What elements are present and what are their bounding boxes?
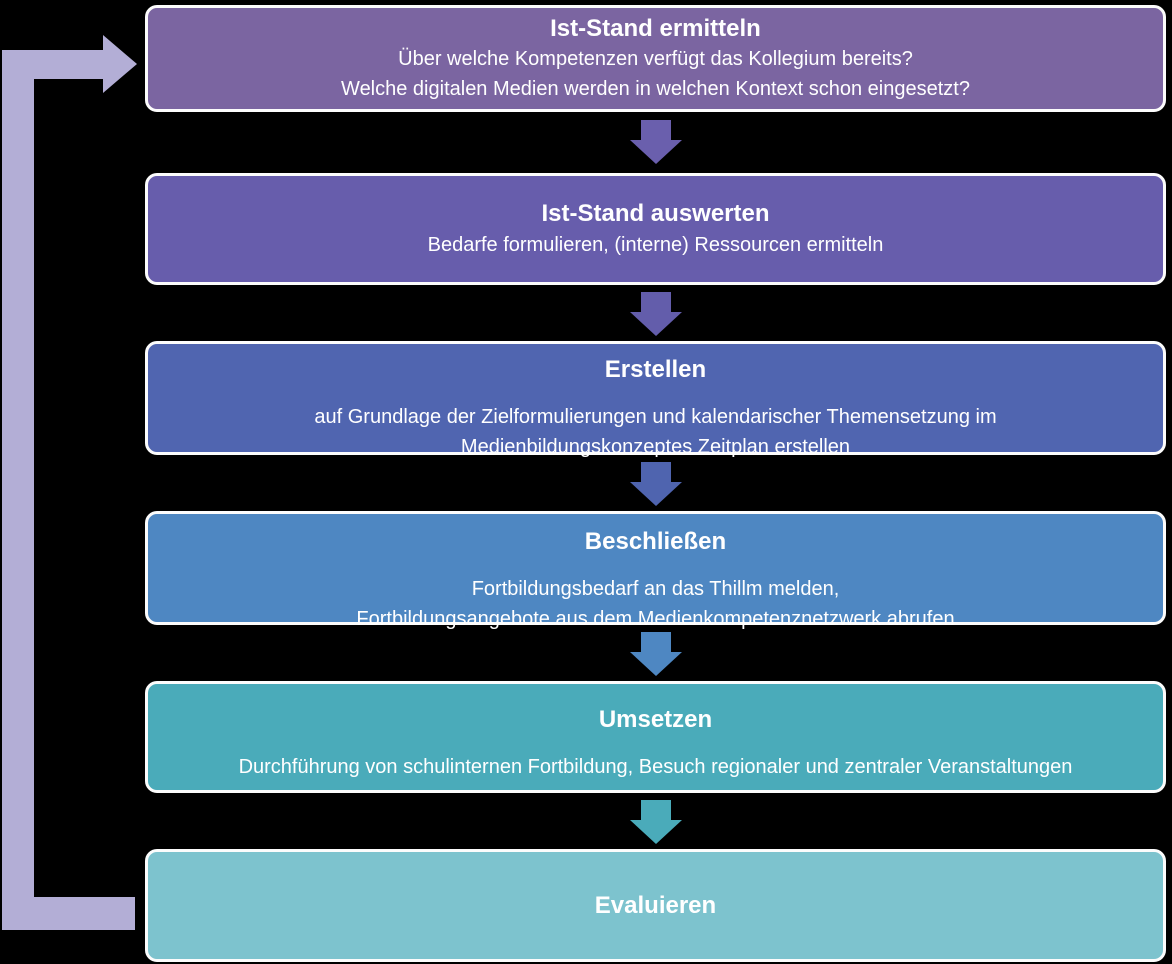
step-description: Bedarfe formulieren, (interne) Ressource… (148, 230, 1163, 260)
step-title: Evaluieren (594, 891, 717, 919)
step-description-line: Fortbildungsangebote aus dem Medienkompe… (356, 608, 955, 630)
step-title: Ist-Stand auswerten (541, 199, 770, 227)
down-arrow-icon (630, 462, 682, 506)
down-arrow-icon (630, 800, 682, 844)
step-title: Erstellen (604, 356, 707, 383)
step-title: Beschließen (584, 528, 727, 555)
step-description: Fortbildungsbedarf an das Thillm melden,… (148, 574, 1163, 634)
step-description: Über welche Kompetenzen verfügt das Koll… (148, 44, 1163, 104)
down-arrow-icon (630, 632, 682, 676)
step-description-line: Bedarfe formulieren, (interne) Ressource… (427, 233, 884, 256)
step-title: Ist-Stand ermitteln (550, 15, 761, 42)
down-arrow-icon (630, 120, 682, 164)
step-description: auf Grundlage der Zielformulierungen und… (148, 402, 1163, 462)
step-description-line: auf Grundlage der Zielformulierungen und… (314, 406, 997, 428)
step-description: Durchführung von schulinternen Fortbildu… (148, 752, 1163, 782)
step-description-line: Über welche Kompetenzen verfügt das Koll… (398, 48, 913, 70)
feedback-loop-arrow (2, 35, 137, 930)
step-description-line: Welche digitalen Medien werden in welche… (341, 78, 970, 100)
step-description-line: Fortbildungsbedarf an das Thillm melden, (471, 578, 840, 600)
step-description-line: Medienbildungskonzeptes Zeitplan erstell… (460, 436, 851, 458)
step-box-3: Erstellen auf Grundlage der Zielformulier… (145, 341, 1166, 458)
step-box-6: Evaluieren (145, 849, 1166, 962)
step-title: Umsetzen (598, 706, 713, 733)
down-arrow-icon (630, 292, 682, 336)
step-description-line: Durchführung von schulinternen Fortbildu… (238, 756, 1073, 778)
